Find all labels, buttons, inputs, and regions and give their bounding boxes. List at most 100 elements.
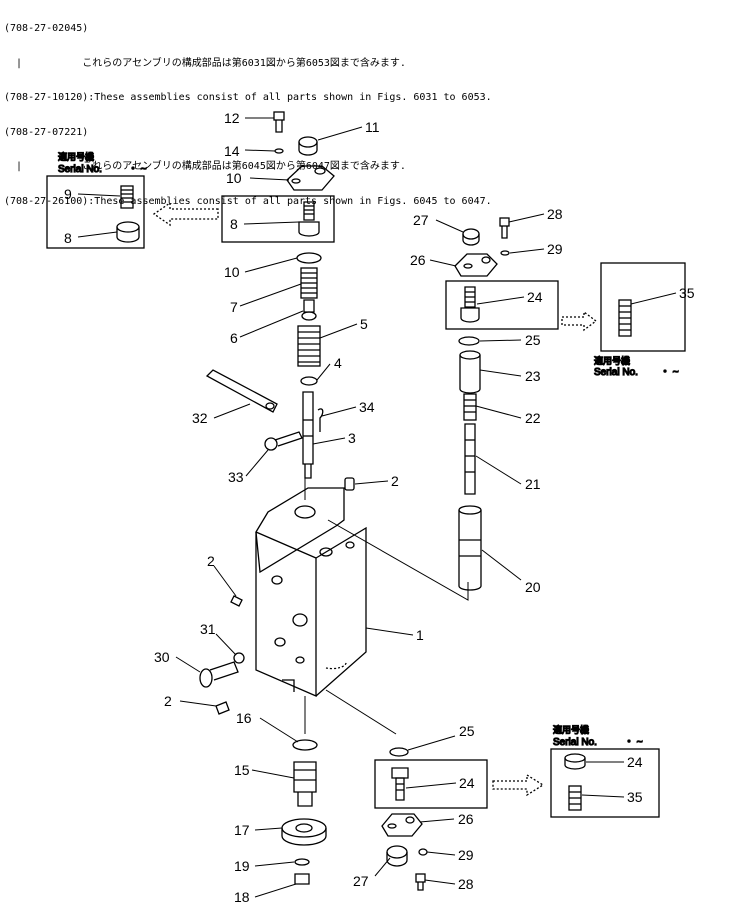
callout-28-bottom: 28: [458, 876, 474, 892]
oring-19: [294, 858, 310, 866]
serial-en-label: Serial No.: [553, 737, 597, 748]
callout-2-top: 2: [391, 473, 399, 489]
spring-7: [300, 267, 318, 299]
plug-icon: [116, 221, 140, 243]
arrow-left-icon: [152, 201, 219, 227]
oring-10: [296, 252, 322, 264]
callout-26-top: 26: [410, 252, 426, 268]
spring-5: [297, 325, 321, 367]
callout-6: 6: [230, 330, 238, 346]
washer-14: [274, 148, 284, 154]
callout-24-top: 24: [527, 289, 543, 305]
callout-14: 14: [224, 143, 240, 159]
part-8-box: [221, 195, 335, 243]
plug-30: [199, 661, 239, 688]
callout-24-bottom: 24: [459, 775, 475, 791]
serial-box-left: 適用号機 Serial No. ・ ~: [46, 150, 147, 249]
valve-15: [293, 761, 317, 807]
callout-29-bottom: 29: [458, 847, 474, 863]
leader-line: [327, 519, 469, 601]
header-line: (708-27-26100):These assemblies consist …: [4, 195, 492, 207]
spring-icon: [568, 785, 582, 811]
arrow-right-icon: [561, 310, 598, 332]
callout-8-box: 8: [230, 216, 238, 232]
callout-26-bottom: 26: [458, 811, 474, 827]
plug-2-left: [230, 595, 243, 607]
callout-20: 20: [525, 579, 541, 595]
valve-body-1: [255, 487, 367, 697]
callout-33: 33: [228, 469, 244, 485]
callout-10: 10: [224, 264, 240, 280]
header-notes: (708-27-02045) | これらのアセンブリの構成部品は第6031図から…: [4, 0, 492, 219]
nut-12: [298, 136, 318, 156]
callout-8-left: 8: [64, 230, 72, 246]
oring-31: [233, 652, 245, 664]
callout-17: 17: [234, 822, 250, 838]
leader-line: [325, 689, 397, 735]
oring-16: [292, 739, 318, 751]
bolt-28-top: [499, 217, 510, 239]
pin-34: [317, 408, 324, 432]
spring-icon: [618, 299, 632, 337]
callout-12: 11: [365, 119, 380, 135]
plug-2-top: [344, 477, 355, 491]
callout-22: 22: [525, 410, 541, 426]
serial-range: ・ ~: [624, 737, 643, 748]
sleeve-23: [459, 350, 481, 394]
nut-27-top: [462, 228, 480, 246]
callout-13: 12: [224, 110, 240, 126]
callout-18: 18: [234, 889, 250, 903]
serial-range: ・ ~: [128, 164, 147, 175]
part-24-box-top: [445, 280, 559, 330]
callout-35-top: 35: [679, 285, 695, 301]
callout-3: 3: [348, 430, 356, 446]
callout-31: 31: [200, 621, 216, 637]
callout-2-lower: 2: [164, 693, 172, 709]
header-line: | これらのアセンブリの構成部品は第6045図から第6047図まで含みます.: [4, 161, 406, 172]
callout-15: 15: [234, 762, 250, 778]
serial-en-label: Serial No.: [594, 367, 638, 378]
callout-34: 34: [359, 399, 375, 415]
callout-23: 23: [525, 368, 541, 384]
spring-icon: [120, 185, 134, 209]
spool-21: [464, 423, 476, 495]
callout-32: 32: [192, 410, 208, 426]
bolt-28-bottom: [415, 873, 426, 891]
callout-29-top: 29: [547, 241, 563, 257]
cover-26-top: [454, 253, 498, 277]
serial-jp-label: 適用号機: [58, 151, 94, 162]
callout-2-left: 2: [207, 553, 215, 569]
callout-30: 30: [154, 649, 170, 665]
plug-icon: [564, 753, 586, 770]
serial-en-label: Serial No.: [58, 164, 102, 175]
nut-17: [281, 818, 327, 846]
serial-box-right-top: 適用号機 Serial No. ・ ~: [593, 262, 686, 379]
plug-18: [294, 873, 310, 885]
plug-2-lower: [215, 701, 230, 715]
callout-16: 16: [236, 710, 252, 726]
serial-box-frame: [46, 175, 145, 249]
oring-25-bottom: [389, 747, 409, 757]
callout-19: 19: [234, 858, 250, 874]
callout-11: 10: [226, 170, 242, 186]
serial-jp-label: 適用号機: [594, 355, 630, 366]
callout-labels: 12 14 11 10 9 8 8 10 7 6 5 4 32 34 3 33 …: [64, 110, 695, 903]
spring-22: [463, 393, 477, 421]
serial-range: ・ ~: [660, 367, 679, 378]
header-line: (708-27-02045): [4, 23, 89, 34]
header-line: (708-27-10120):These assemblies consist …: [4, 92, 492, 103]
callout-24-box: 24: [627, 754, 643, 770]
callout-25-bottom: 25: [459, 723, 475, 739]
pin-33: [264, 431, 303, 451]
washer-29-bottom: [418, 848, 428, 856]
cover-26-bottom: [381, 813, 423, 837]
lever-32: [205, 369, 278, 413]
callout-35-box: 35: [627, 789, 643, 805]
sleeve-20: [458, 505, 482, 591]
callout-28-top: 28: [547, 206, 563, 222]
part-24-box-bottom: [374, 759, 488, 809]
washer-29-top: [500, 250, 510, 256]
callout-7: 7: [230, 299, 238, 315]
bolt-13: [273, 111, 285, 133]
